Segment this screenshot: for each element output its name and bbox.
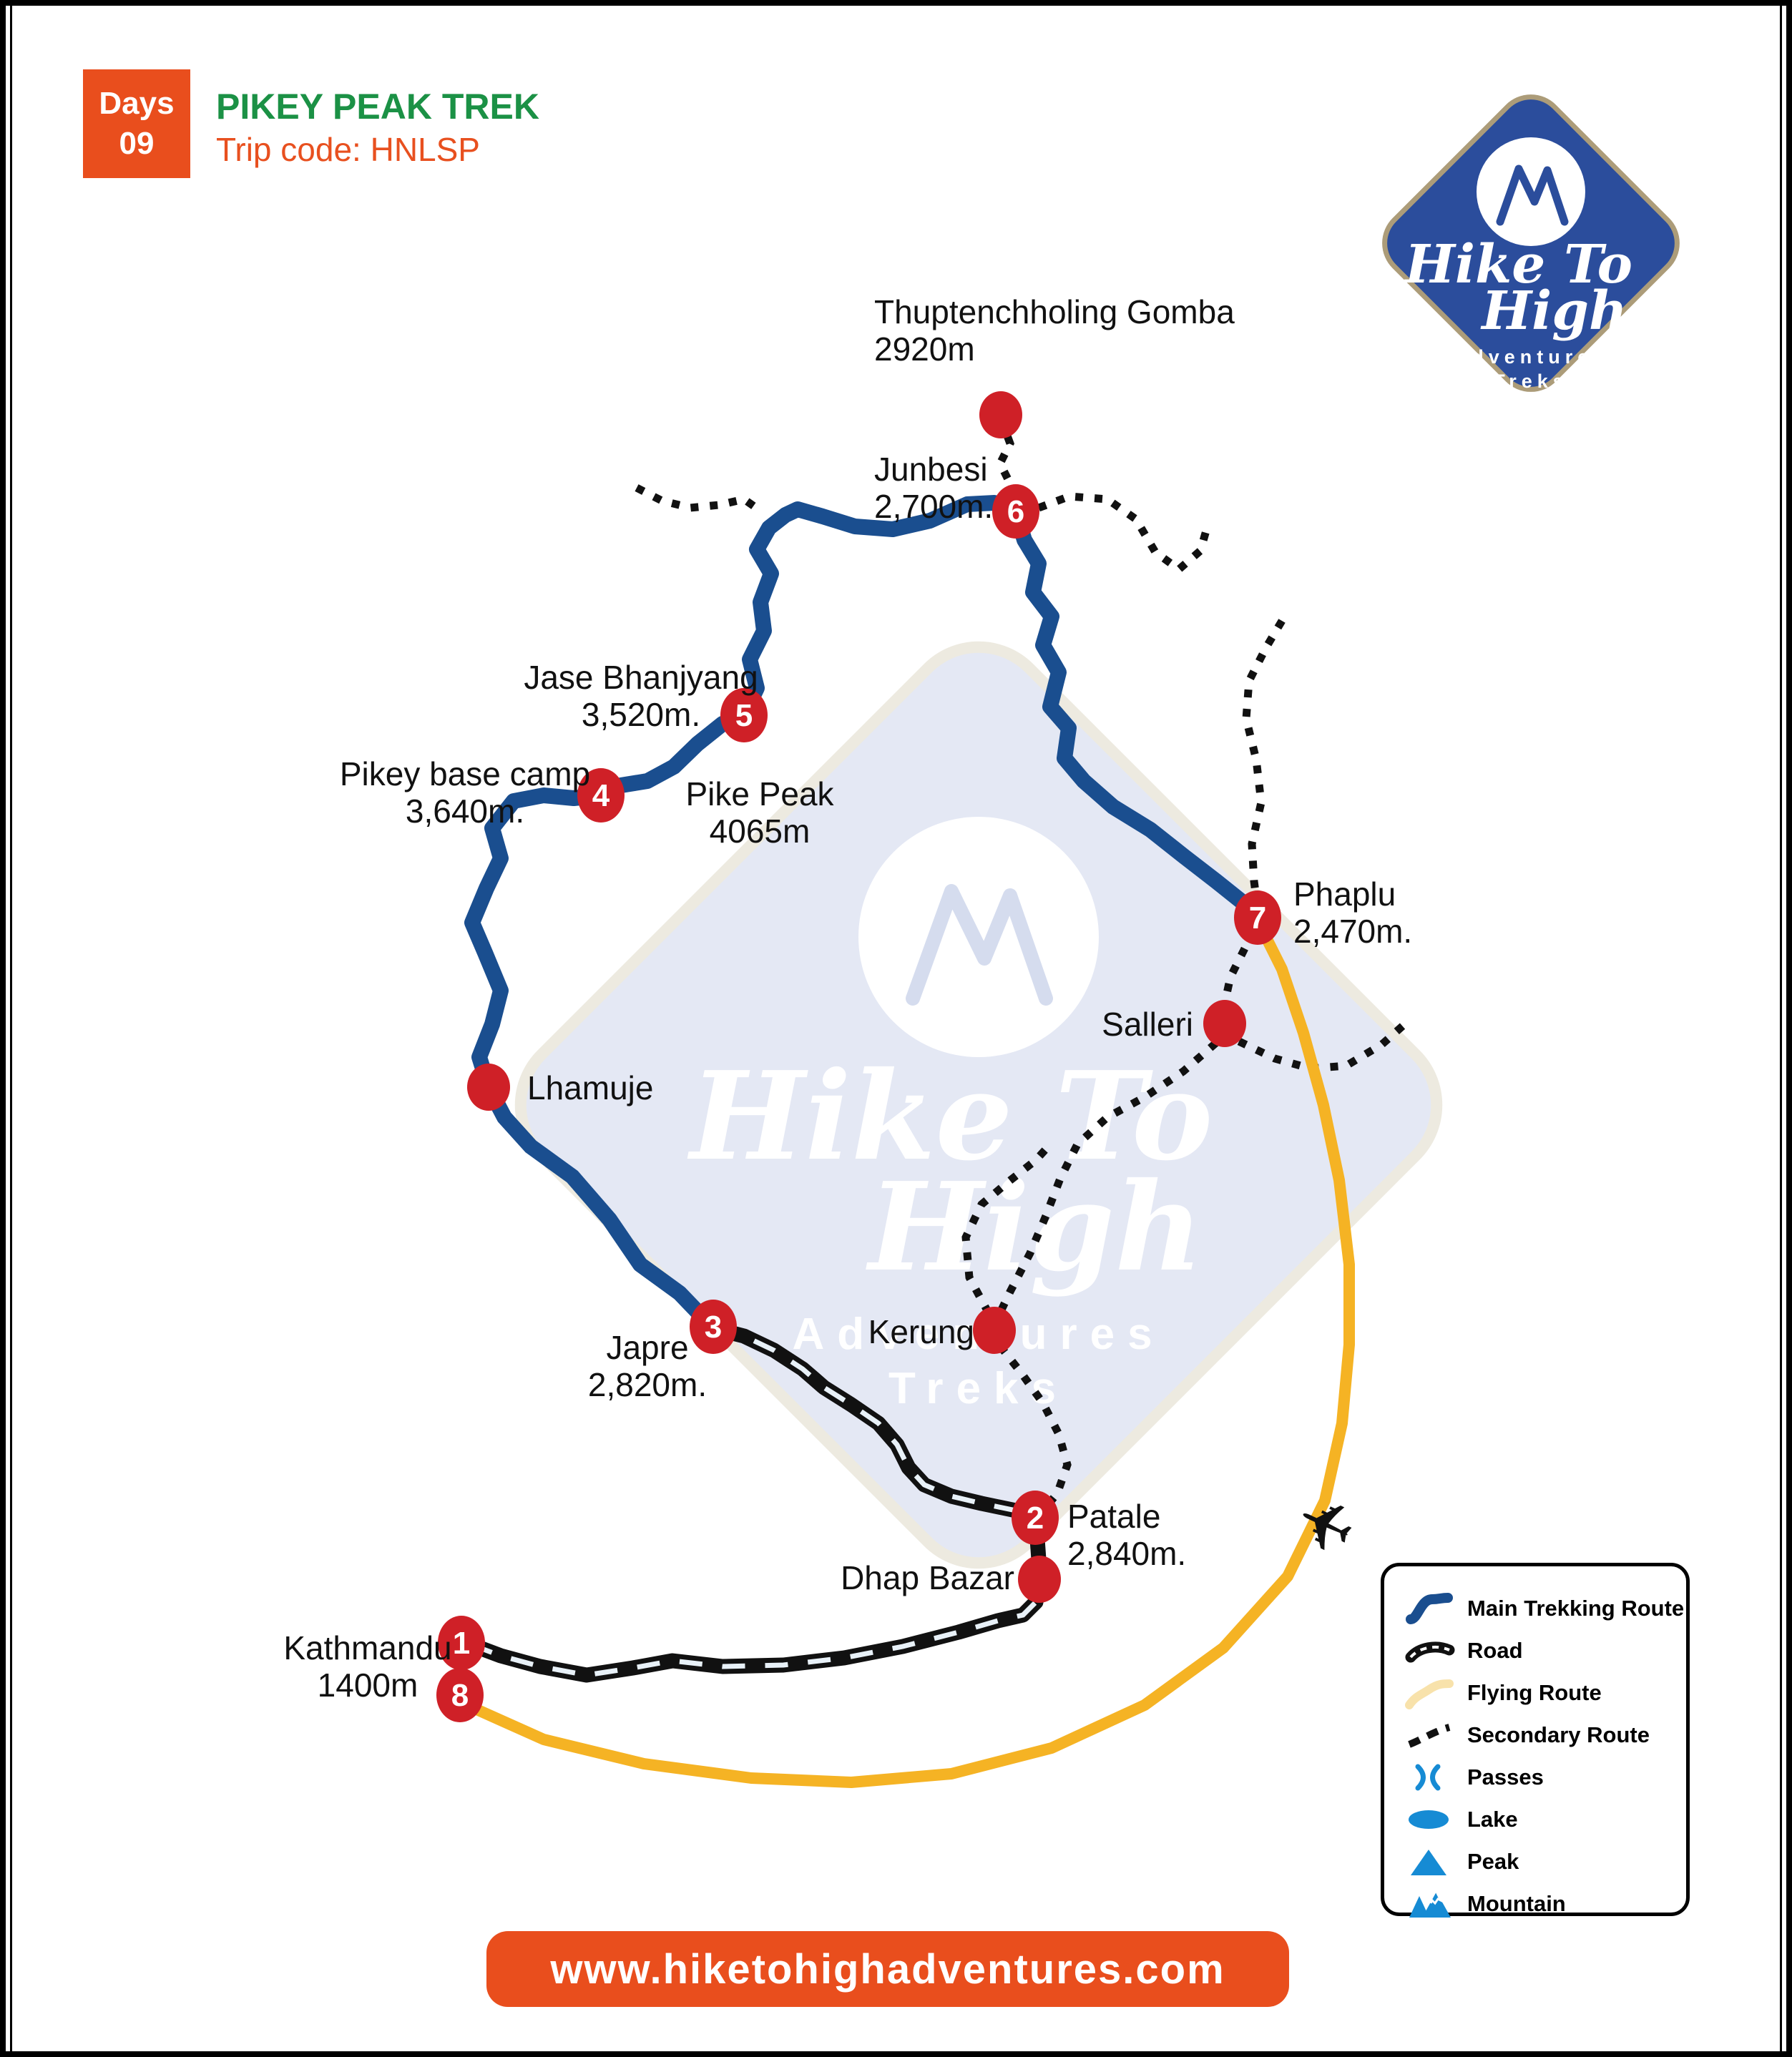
main-route-icon [1403, 1592, 1457, 1625]
logo-script-line2: High [1480, 280, 1627, 342]
stop-marker-7: 7 [1234, 890, 1281, 945]
flying-route [463, 921, 1355, 1788]
flying-route-icon [1403, 1676, 1457, 1709]
legend-row-mountain: Mountain [1403, 1887, 1686, 1920]
legend-label: Peak [1467, 1849, 1519, 1874]
lhamuje-dot [467, 1064, 510, 1111]
svg-text:7: 7 [1249, 900, 1266, 936]
stop-marker-3: 3 [690, 1300, 737, 1354]
days-label: Days [99, 86, 175, 121]
stop-marker-1: 1 [438, 1616, 485, 1670]
watermark-caps-line3: Adventures [792, 1310, 1165, 1359]
legend-label: Lake [1467, 1807, 1518, 1832]
kerung-label: Kerung [868, 1313, 974, 1350]
company-logo: Hike To High Adventures Treks [1382, 94, 1680, 392]
svg-text:5: 5 [735, 698, 753, 733]
watermark-script-line1: Hike To [687, 1045, 1213, 1188]
website-banner: www.hiketohighadventures.com [486, 1931, 1289, 2007]
secondary-route-salleri-kerung [992, 1039, 1219, 1324]
salleri-dot [1203, 1000, 1246, 1047]
salleri-label: Salleri [1102, 1006, 1193, 1043]
passes-icon [1403, 1761, 1457, 1794]
svg-text:8: 8 [451, 1678, 469, 1713]
peak-icon [1403, 1845, 1457, 1878]
days-value: 09 [119, 126, 155, 161]
logo-monogram-mountains-icon [1496, 165, 1569, 226]
lake-icon [1403, 1803, 1457, 1836]
secondary-route-kerung-north [961, 1142, 1054, 1315]
main-trekking-route [464, 495, 1265, 1336]
stop-marker-8: 8 [436, 1668, 484, 1722]
days-badge: Days 09 [83, 69, 190, 178]
dhap-bazar-label: Dhap Bazar [841, 1559, 1014, 1596]
dhap-bazar-dot [1018, 1556, 1061, 1603]
logo-caps-line3: Adventures [1453, 346, 1610, 368]
stop-markers-layer: 1 8 2 3 4 5 6 7 [436, 391, 1281, 1722]
legend-label: Secondary Route [1467, 1722, 1650, 1747]
road-icon [1403, 1634, 1457, 1667]
legend-label: Flying Route [1467, 1680, 1602, 1705]
logo-script-line1: Hike To [1404, 234, 1632, 295]
watermark-monogram-mountains-icon [906, 884, 1053, 1006]
secondary-route-phaplu-north [1242, 619, 1286, 909]
thuptenchholing-gomba-dot [979, 391, 1022, 438]
secondary-route-salleri-east [1237, 1018, 1411, 1073]
legend-label: Road [1467, 1638, 1523, 1663]
secondary-route-west-junbesi [635, 484, 761, 513]
legend-row-lake: Lake [1403, 1803, 1686, 1836]
stop-marker-5: 5 [720, 688, 768, 742]
legend-row-passes: Passes [1403, 1761, 1686, 1794]
page-title: PIKEY PEAK TREK [216, 87, 539, 127]
legend-row-peak: Peak [1403, 1845, 1686, 1878]
logo-caps-line4: Treks [1493, 370, 1569, 392]
trip-code: Trip code: HNLSP [216, 131, 480, 168]
legend-label: Passes [1467, 1764, 1544, 1790]
watermark-caps-line4: Treks [888, 1364, 1069, 1413]
secondary-route-east-junbesi [1037, 492, 1212, 575]
legend-box: Main Trekking Route Road Flying Route Se… [1381, 1563, 1690, 1918]
stop-marker-2: 2 [1012, 1491, 1059, 1545]
legend-label: Mountain [1467, 1891, 1566, 1916]
svg-text:1: 1 [453, 1626, 470, 1661]
lhamuje-label: Lhamuje [527, 1069, 653, 1106]
legend-row-secondary-route: Secondary Route [1403, 1719, 1686, 1752]
legend-row-road: Road [1403, 1634, 1686, 1667]
stop-marker-6: 6 [992, 484, 1039, 539]
svg-text:3: 3 [705, 1310, 722, 1345]
svg-text:6: 6 [1007, 494, 1024, 529]
stop-marker-4: 4 [577, 768, 625, 823]
watermark-script-line2: High [866, 1156, 1203, 1299]
legend-row-main-route: Main Trekking Route [1403, 1592, 1686, 1625]
svg-text:2: 2 [1027, 1501, 1044, 1536]
website-url: www.hiketohighadventures.com [550, 1945, 1225, 1993]
kerung-dot [973, 1307, 1016, 1354]
svg-text:4: 4 [592, 778, 610, 813]
legend-row-flying-route: Flying Route [1403, 1676, 1686, 1709]
mountain-icon [1403, 1887, 1457, 1920]
secondary-route-icon [1403, 1719, 1457, 1752]
legend-label: Main Trekking Route [1467, 1596, 1685, 1621]
